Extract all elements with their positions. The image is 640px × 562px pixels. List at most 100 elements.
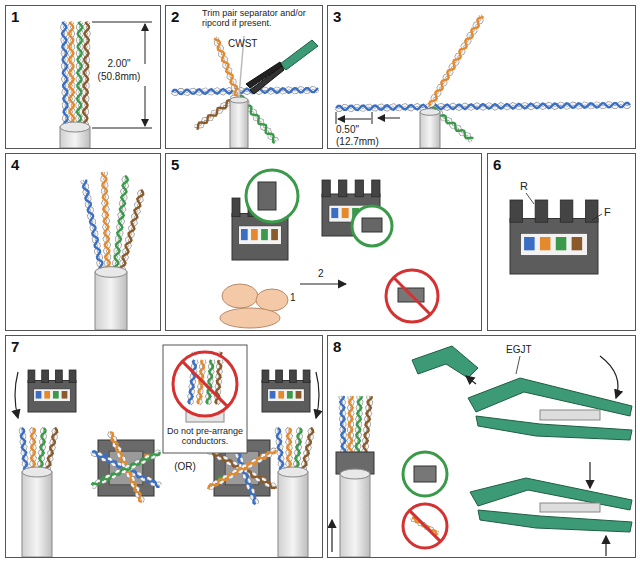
color-code-square [261, 229, 268, 240]
jack-tooth [69, 370, 76, 383]
color-code-square [270, 391, 276, 399]
white-conductor [93, 451, 161, 487]
detail-circle [352, 206, 392, 246]
cable-end [230, 97, 248, 103]
dimension-text: (50.8mm) [94, 71, 144, 83]
wire-outline [77, 22, 82, 128]
white-conductor [77, 22, 82, 128]
step-number: 1 [11, 9, 19, 24]
step-3-figure [336, 15, 630, 148]
white-conductor [287, 428, 291, 472]
white-conductor [355, 396, 361, 460]
step-number: 4 [11, 157, 19, 172]
cable-end [95, 267, 127, 278]
color-code-square [556, 237, 567, 250]
white-conductor [208, 449, 277, 488]
jack-tooth [28, 370, 35, 383]
color-code-square [278, 391, 284, 399]
step-number: 7 [11, 339, 19, 354]
color-code-square [524, 237, 535, 250]
jack-tooth [276, 370, 283, 383]
color-conductor [277, 428, 283, 472]
detail-cap [258, 182, 276, 210]
wire-outline [336, 103, 630, 110]
color-conductor [336, 103, 630, 110]
color-conductor [21, 428, 27, 472]
dimension-text: (12.7mm) [336, 136, 392, 148]
finger [222, 284, 258, 308]
white-conductor [363, 396, 372, 460]
leader-line [592, 214, 602, 220]
step-panel: 5 [165, 153, 482, 331]
white-conductor [189, 360, 197, 404]
jack-tooth [322, 180, 330, 197]
jack-tooth [372, 180, 380, 197]
jack-tooth [232, 198, 240, 217]
press-arrow [589, 462, 590, 488]
color-conductor [102, 172, 110, 272]
jack-body [262, 381, 310, 413]
color-code-square [296, 391, 302, 399]
step-number: 5 [171, 157, 179, 172]
jack-tooth [262, 370, 269, 383]
color-code-square [271, 229, 278, 240]
color-conductor [69, 22, 74, 128]
wire-outline [102, 172, 110, 272]
color-conductor [77, 22, 82, 128]
hand [220, 308, 280, 328]
wire-outline [172, 88, 318, 94]
jack-tooth [585, 200, 598, 222]
jack-tooth [55, 370, 62, 383]
jack-tooth [289, 370, 296, 383]
wire-outline [287, 428, 291, 472]
step-5-figure [220, 170, 438, 328]
step-panel: 8 [327, 335, 636, 558]
extension-line [92, 128, 152, 129]
wire-outline [363, 396, 372, 460]
cable-jacket [540, 410, 600, 420]
step-number: 6 [493, 157, 501, 172]
wire-outline [62, 22, 68, 128]
part-letter: F [604, 206, 616, 219]
color-code-square [44, 391, 50, 399]
motion-arrow [15, 372, 18, 418]
white-conductor [340, 396, 346, 460]
tool-handle [478, 510, 632, 532]
jack-tooth [535, 200, 548, 222]
wire-outline [277, 428, 284, 472]
color-conductor [348, 396, 353, 460]
prohibition-slash [410, 511, 441, 542]
color-conductor [294, 428, 301, 472]
color-code-strip [34, 389, 70, 402]
motion-arrow [316, 372, 319, 418]
motion-arrow [300, 283, 346, 284]
step-7-figure [15, 345, 319, 557]
step-panel: 4 [5, 153, 161, 331]
motion-arrow [331, 520, 332, 552]
cable-jacket [22, 472, 52, 557]
jack-body [510, 219, 598, 275]
wire-outline [82, 180, 104, 272]
cable-jacket [95, 272, 127, 330]
white-conductor [62, 22, 68, 128]
cable-jacket [340, 474, 370, 557]
jack-tooth [339, 180, 347, 197]
color-code-square [241, 229, 248, 240]
cable-jacket [278, 472, 308, 557]
detail-circle [246, 170, 298, 222]
jack-tooth [510, 200, 523, 222]
wire-outline [31, 428, 35, 472]
direction-arrow [378, 118, 400, 119]
color-conductor [120, 190, 144, 272]
tool-cap [412, 346, 478, 378]
color-conductor [172, 88, 318, 94]
color-conductor [209, 450, 277, 489]
step-6-figure [510, 193, 602, 274]
extension-line [92, 22, 152, 23]
color-code-square [342, 208, 349, 218]
inset-frame [163, 345, 247, 453]
color-conductor [429, 17, 483, 106]
color-conductor [92, 452, 161, 485]
